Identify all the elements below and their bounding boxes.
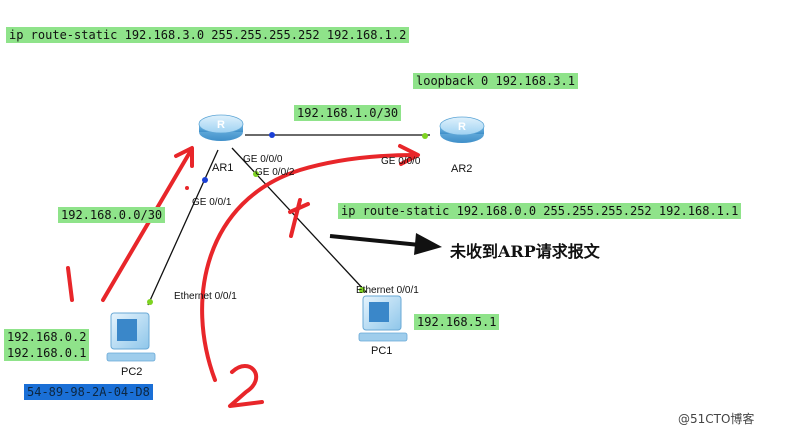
- device-name-pc1: PC1: [371, 345, 393, 357]
- blocked-x-mark: [288, 198, 310, 238]
- pc2-mac-label: 54-89-98-2A-04-D8: [24, 384, 153, 400]
- step-1-mark: [66, 266, 74, 302]
- route-ar2-label: ip route-static 192.168.0.0 255.255.255.…: [338, 203, 742, 219]
- watermark: @51CTO博客: [678, 412, 755, 426]
- port-label-pc1-eth: Ethernet 0/0/1: [356, 285, 419, 296]
- port-label-ar2-ge000: GE 0/0/0: [381, 156, 421, 167]
- loopback-ar2-label: loopback 0 192.168.3.1: [413, 73, 578, 89]
- device-name-ar1: AR1: [212, 162, 234, 174]
- router-icon[interactable]: R: [198, 114, 244, 141]
- port-label-ar1-ge002: GE 0/0/2: [255, 167, 295, 178]
- red-arrow-pc2-to-ar1: [101, 146, 194, 302]
- port-dot-pc1: [359, 287, 365, 293]
- router-icon[interactable]: R: [439, 116, 485, 143]
- port-dot-ar2-ge000: [422, 133, 428, 139]
- net-pc2-subnet-label: 192.168.0.0/30: [58, 207, 166, 223]
- svg-text:R: R: [217, 119, 225, 131]
- red-dot: [185, 186, 189, 190]
- red-curve-arrow-to-ar2: [200, 144, 420, 382]
- port-label-ar1-ge001: GE 0/0/1: [192, 197, 232, 208]
- black-arrow: [329, 233, 442, 255]
- link-ar1-pc2: [147, 149, 219, 306]
- no-arp-request-note: 未收到ARP请求报文: [450, 242, 600, 261]
- route-ar1-label: ip route-static 192.168.3.0 255.255.255.…: [6, 27, 410, 43]
- port-label-pc2-eth: Ethernet 0/0/1: [174, 291, 237, 302]
- device-name-pc2: PC2: [121, 366, 143, 378]
- pc2-gateway-label: 192.168.0.1: [4, 345, 90, 361]
- step-2-mark: [228, 364, 264, 408]
- port-dot-ar1-ge002: [253, 171, 259, 177]
- port-dot-pc2: [147, 299, 153, 305]
- device-name-ar2: AR2: [451, 163, 473, 175]
- pc-icon[interactable]: [358, 295, 408, 342]
- pc2-ip-label: 192.168.0.2: [4, 329, 90, 345]
- port-dot-ar1-ge000: [269, 132, 275, 138]
- port-dot-ar1-ge001: [202, 177, 208, 183]
- pc-icon[interactable]: [106, 312, 156, 362]
- svg-text:R: R: [458, 121, 466, 133]
- port-label-ar1-ge000: GE 0/0/0: [243, 154, 283, 165]
- link-ar1-ar2-subnet-label: 192.168.1.0/30: [294, 105, 402, 121]
- pc1-ip-label: 192.168.5.1: [414, 314, 500, 330]
